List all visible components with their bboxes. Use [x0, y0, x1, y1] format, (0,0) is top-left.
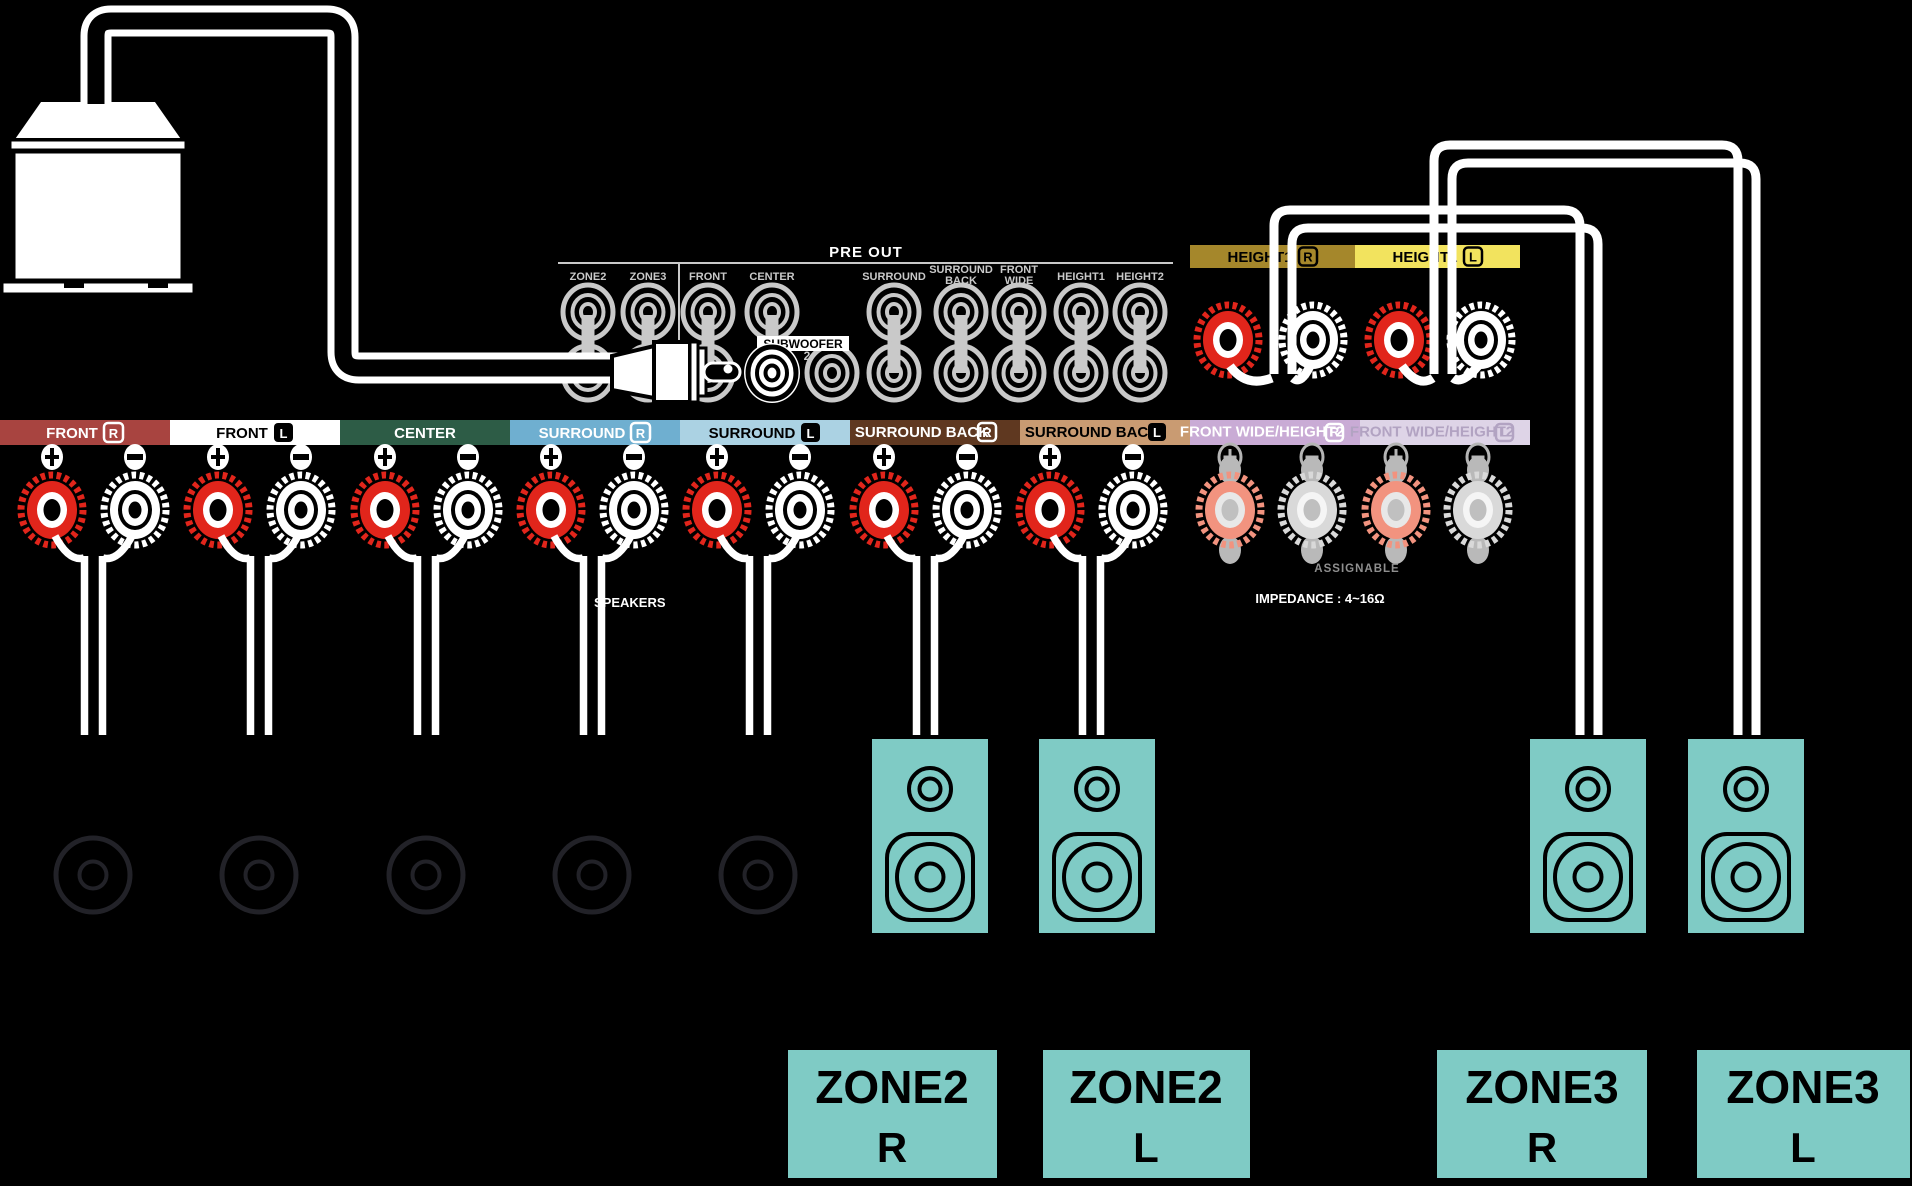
minus-icon	[290, 444, 312, 470]
svg-text:L: L	[280, 426, 288, 441]
terminal-banner-surround-back-l: SURROUND BACK L	[1020, 420, 1190, 445]
svg-text:R: R	[636, 426, 646, 441]
svg-text:L: L	[1501, 425, 1509, 440]
svg-text:FRONT: FRONT	[46, 425, 98, 442]
zone3-l-label: ZONE3 L	[1697, 1050, 1910, 1178]
channel-badge	[976, 421, 998, 443]
svg-text:CENTER: CENTER	[394, 425, 456, 442]
channel-badge	[629, 421, 652, 444]
terminal-banner-front-r: FRONT R	[0, 420, 170, 445]
svg-text:L: L	[1133, 1124, 1159, 1171]
preout-label-surround: SURROUND	[862, 271, 926, 283]
svg-text:FRONT: FRONT	[1000, 264, 1038, 276]
terminal-banner-surround-l: SURROUND L	[680, 420, 850, 445]
svg-text:HEIGHT1: HEIGHT1	[1227, 249, 1292, 266]
channel-badge	[274, 423, 293, 442]
svg-text:L: L	[1153, 425, 1161, 440]
preout-label-front: FRONT	[689, 271, 727, 283]
svg-text:FRONT: FRONT	[216, 425, 268, 442]
terminal-banner-surround-r: SURROUND R	[510, 420, 680, 445]
svg-text:L: L	[1790, 1124, 1816, 1171]
preout-label-zone3: ZONE3	[630, 271, 667, 283]
preout-label-zone2: ZONE2	[570, 271, 607, 283]
zone3-r-label: ZONE3 R	[1437, 1050, 1647, 1178]
plus-icon	[704, 442, 730, 472]
channel-badge	[801, 423, 820, 442]
svg-text:R: R	[877, 1124, 907, 1171]
svg-text:FRONT WIDE/HEIGHT2: FRONT WIDE/HEIGHT2	[1350, 424, 1514, 441]
plus-icon	[1037, 442, 1063, 472]
subwoofer-top	[8, 98, 188, 142]
svg-text:R: R	[982, 425, 992, 440]
svg-text:ZONE3: ZONE3	[1465, 1061, 1618, 1113]
rca-pin	[702, 361, 742, 383]
svg-text:L: L	[807, 426, 815, 441]
plus-icon	[372, 442, 398, 472]
subwoofer-base	[0, 280, 196, 296]
zone2-r-speaker	[868, 735, 992, 937]
plus-icon	[39, 442, 65, 472]
pre-out-section: PRE OUT ZONE2 ZONE3 FRONT CENTER SURROUN…	[558, 244, 1173, 403]
svg-text:L: L	[1469, 250, 1477, 265]
svg-text:SURROUND: SURROUND	[929, 264, 993, 276]
terminal-banner-front-l: FRONT L	[170, 420, 340, 445]
preout-jack-subwoofer1-connected	[744, 343, 800, 403]
channel-badge	[1494, 422, 1515, 443]
svg-text:SURROUND BACK: SURROUND BACK	[855, 424, 989, 441]
svg-text:FRONT WIDE/HEIGHT2: FRONT WIDE/HEIGHT2	[1180, 424, 1344, 441]
plus-icon	[205, 442, 231, 472]
preout-label-height1: HEIGHT1	[1057, 271, 1105, 283]
svg-text:ZONE3: ZONE3	[1726, 1061, 1879, 1113]
plus-icon	[871, 442, 897, 472]
minus-icon	[1122, 444, 1144, 470]
zone3-l-speaker	[1684, 735, 1808, 937]
assignable-label: ASSIGNABLE	[1314, 563, 1399, 575]
zone2-r-label: ZONE2 R	[788, 1050, 997, 1178]
terminal-banner-front-wide-height2-l: FRONT WIDE/HEIGHT2 L	[1350, 420, 1530, 445]
height1-zone3-cables	[1226, 140, 1761, 742]
subwoofer-cable	[80, 5, 645, 384]
channel-badge	[1462, 246, 1484, 267]
subwoofer-jack2-label: 2	[804, 349, 811, 363]
channel-badge	[102, 421, 125, 444]
svg-text:R: R	[1303, 250, 1313, 265]
terminal-banner-center: CENTER	[340, 420, 510, 445]
channel-badge	[1297, 246, 1319, 267]
svg-text:SURROUND BACK: SURROUND BACK	[1025, 424, 1159, 441]
minus-icon	[956, 444, 978, 470]
minus-icon	[457, 444, 479, 470]
svg-text:ZONE2: ZONE2	[815, 1061, 968, 1113]
speakers-section-label: SPEAKERS	[594, 595, 666, 610]
subwoofer-device	[0, 98, 196, 296]
impedance-label: IMPEDANCE : 4~16Ω	[1255, 591, 1384, 606]
terminal-banner-front-wide-height2-r: FRONT WIDE/HEIGHT2 R	[1180, 420, 1360, 445]
terminal-banner-surround-back-r: SURROUND BACK R	[850, 420, 1020, 445]
subwoofer-body	[12, 150, 184, 282]
plus-icon	[538, 442, 564, 472]
svg-text:R: R	[1527, 1124, 1557, 1171]
minus-icon	[124, 444, 146, 470]
speaker-wires	[51, 534, 1134, 745]
channel-badge	[1324, 422, 1345, 443]
svg-text:SURROUND: SURROUND	[709, 425, 796, 442]
svg-text:ZONE2: ZONE2	[1069, 1061, 1222, 1113]
svg-text:R: R	[109, 426, 119, 441]
channel-badge	[1148, 423, 1166, 441]
preout-label-height2: HEIGHT2	[1116, 271, 1164, 283]
zone2-l-speaker	[1035, 735, 1159, 937]
preout-label-center: CENTER	[749, 271, 794, 283]
subwoofer-band	[8, 138, 188, 152]
svg-text:SURROUND: SURROUND	[539, 425, 626, 442]
minus-icon	[623, 444, 645, 470]
minus-icon	[789, 444, 811, 470]
svg-text:R: R	[1330, 425, 1340, 440]
zone2-l-label: ZONE2 L	[1043, 1050, 1250, 1178]
zone3-r-speaker	[1526, 735, 1650, 937]
rca-plug	[610, 340, 742, 404]
pre-out-title: PRE OUT	[829, 244, 903, 261]
svg-text:HEIGHT1: HEIGHT1	[1392, 249, 1457, 266]
